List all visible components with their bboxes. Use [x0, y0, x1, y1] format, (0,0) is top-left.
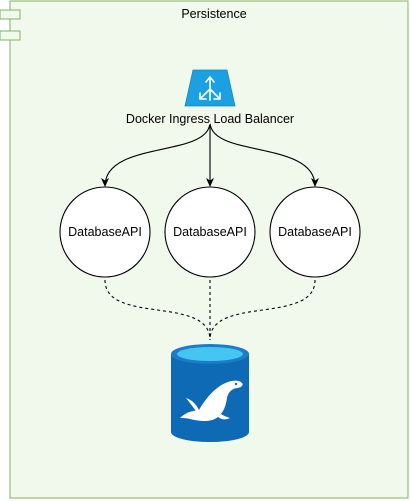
service-circle	[269, 186, 361, 278]
connector-service-3-to-db	[209, 279, 316, 341]
component-port-top	[0, 9, 21, 20]
service-label: DatabaseAPI	[68, 225, 142, 239]
frame-title: Persistence	[181, 7, 246, 21]
connector-service-1-to-db	[104, 279, 211, 341]
load-balancer-icon[interactable]	[184, 69, 236, 107]
connector-lb-to-service-1	[101, 121, 211, 187]
database-cylinder-top-inner	[177, 347, 243, 361]
lb-connectors	[101, 121, 319, 187]
load-balancer-label: Docker Ingress Load Balancer	[126, 112, 294, 126]
service-node-2[interactable]: DatabaseAPI	[164, 186, 256, 278]
service-label: DatabaseAPI	[278, 225, 352, 239]
service-label: DatabaseAPI	[173, 225, 247, 239]
mariadb-seal-icon	[180, 380, 243, 421]
database-icon[interactable]	[171, 344, 249, 442]
connector-lb-to-service-3	[209, 121, 319, 187]
component-port-bottom	[0, 30, 21, 41]
service-node-1[interactable]: DatabaseAPI	[59, 186, 151, 278]
load-balancer-arrows	[199, 76, 221, 101]
service-circle	[59, 186, 151, 278]
db-connectors	[104, 279, 316, 341]
seal-eye	[234, 382, 238, 386]
service-circle	[164, 186, 256, 278]
service-node-3[interactable]: DatabaseAPI	[269, 186, 361, 278]
